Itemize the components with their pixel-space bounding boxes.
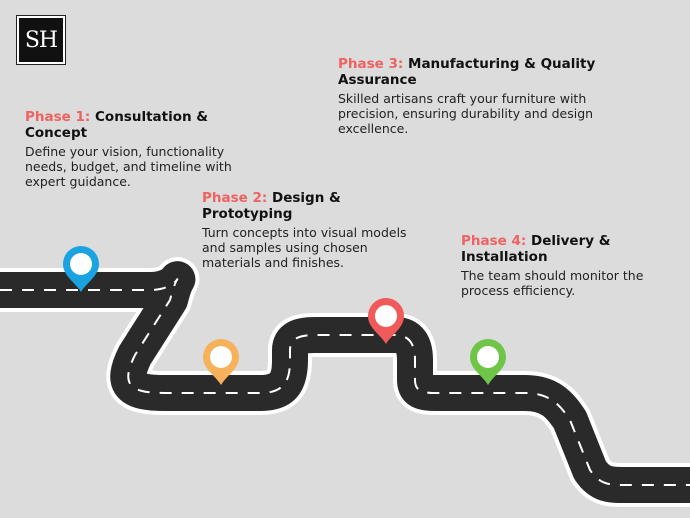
phase-3-title: Manufacturing & Quality Assurance xyxy=(338,56,596,88)
phase-1-number: Phase 1: xyxy=(25,109,91,125)
logo-text: SH xyxy=(19,18,63,62)
phase-2-heading: Phase 2: Design & Prototyping xyxy=(202,190,412,222)
phase-3-block: Phase 3: Manufacturing & Quality Assuran… xyxy=(338,56,598,136)
phase-1-description: Define your vision, functionality needs,… xyxy=(25,144,232,189)
road-center-line xyxy=(0,278,690,486)
phase-3-number: Phase 3: xyxy=(338,56,404,72)
phase-3-description: Skilled artisans craft your furniture wi… xyxy=(338,91,594,136)
phase-4-block: Phase 4: Delivery & Installation The tea… xyxy=(461,233,676,298)
pin-phase-4 xyxy=(470,339,506,385)
pin-phase-2 xyxy=(203,339,239,385)
phase-4-number: Phase 4: xyxy=(461,233,527,249)
pin-phase-1 xyxy=(63,246,99,292)
phase-2-number: Phase 2: xyxy=(202,190,268,206)
phase-3-heading: Phase 3: Manufacturing & Quality Assuran… xyxy=(338,56,598,88)
logo: SH xyxy=(16,15,66,65)
phase-2-title: Design & Prototyping xyxy=(202,190,341,222)
phase-2-block: Phase 2: Design & Prototyping Turn conce… xyxy=(202,190,412,270)
phase-2-description: Turn concepts into visual models and sam… xyxy=(202,225,407,270)
phase-4-heading: Phase 4: Delivery & Installation xyxy=(461,233,676,265)
phase-1-heading: Phase 1: Consultation & Concept xyxy=(25,109,265,141)
phase-4-title: Delivery & Installation xyxy=(461,233,611,265)
phase-1-block: Phase 1: Consultation & Concept Define y… xyxy=(25,109,265,189)
pin-phase-3 xyxy=(368,298,404,344)
phase-4-description: The team should monitor the process effi… xyxy=(461,268,644,298)
phase-1-title: Consultation & Concept xyxy=(25,109,209,141)
